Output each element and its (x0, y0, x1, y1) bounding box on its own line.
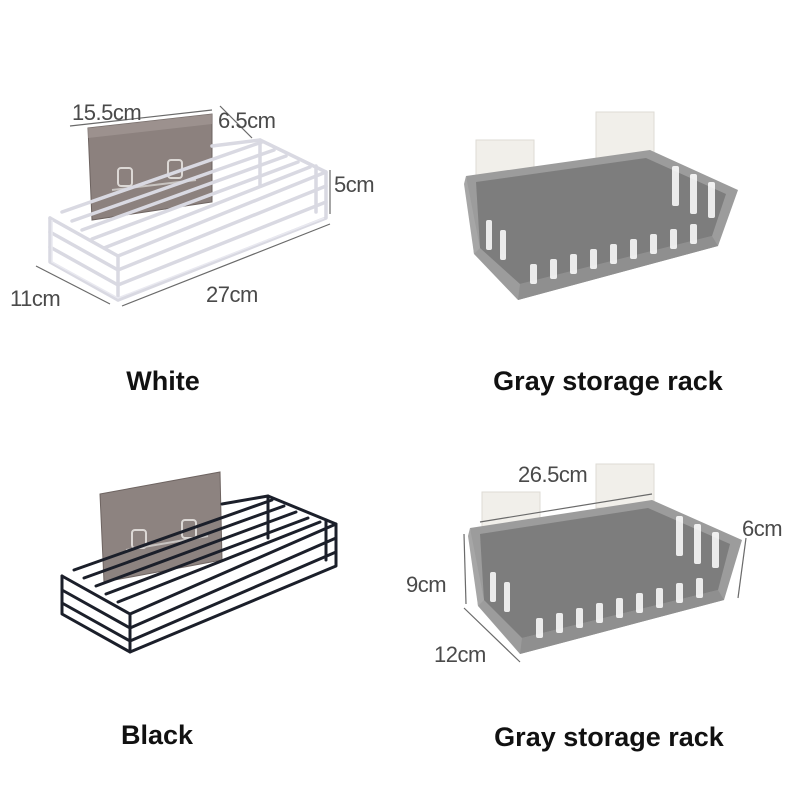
white-wire-frame (48, 138, 328, 302)
caption-white: White (126, 366, 200, 396)
dimension-lines (463, 493, 747, 663)
gray-basket (468, 500, 742, 654)
dimension-label-depth: 11cm (10, 286, 61, 311)
gray-basket (464, 150, 738, 300)
dimension-lines (35, 105, 331, 307)
product-panel-white: 15.5cm 6.5cm 5cm 11cm 27cm White (0, 0, 400, 400)
dimension-label-length: 27cm (206, 282, 258, 307)
caption-black: Black (120, 720, 194, 750)
caption-gray-storage-rack-1: Gray storage rack (493, 366, 723, 396)
black-wire-frame (60, 494, 338, 654)
dimension-label-height-right: 6cm (742, 516, 783, 541)
caption-gray-storage-rack-2: Gray storage rack (494, 722, 724, 752)
product-panel-black: Black (0, 400, 400, 800)
product-panel-gray-1: Gray storage rack (400, 0, 800, 400)
basket-slots (486, 166, 715, 284)
dimension-label-length: 26.5cm (518, 462, 588, 487)
dimension-label-height: 5cm (334, 172, 375, 197)
gray-storage-rack-dimensioned-image (463, 463, 747, 663)
dimension-label-length-top: 15.5cm (72, 100, 142, 125)
gray-storage-rack-image (464, 111, 738, 300)
dimension-label-height-left: 9cm (406, 572, 447, 597)
product-panel-gray-2: 26.5cm 6cm 9cm 12cm Gray storage rack (400, 400, 800, 800)
black-wire-rack-image (60, 471, 338, 654)
dimension-label-depth: 12cm (434, 642, 486, 667)
basket-slots (490, 516, 719, 638)
white-wire-rack-image (35, 105, 331, 307)
dimension-label-depth-top: 6.5cm (218, 108, 276, 133)
